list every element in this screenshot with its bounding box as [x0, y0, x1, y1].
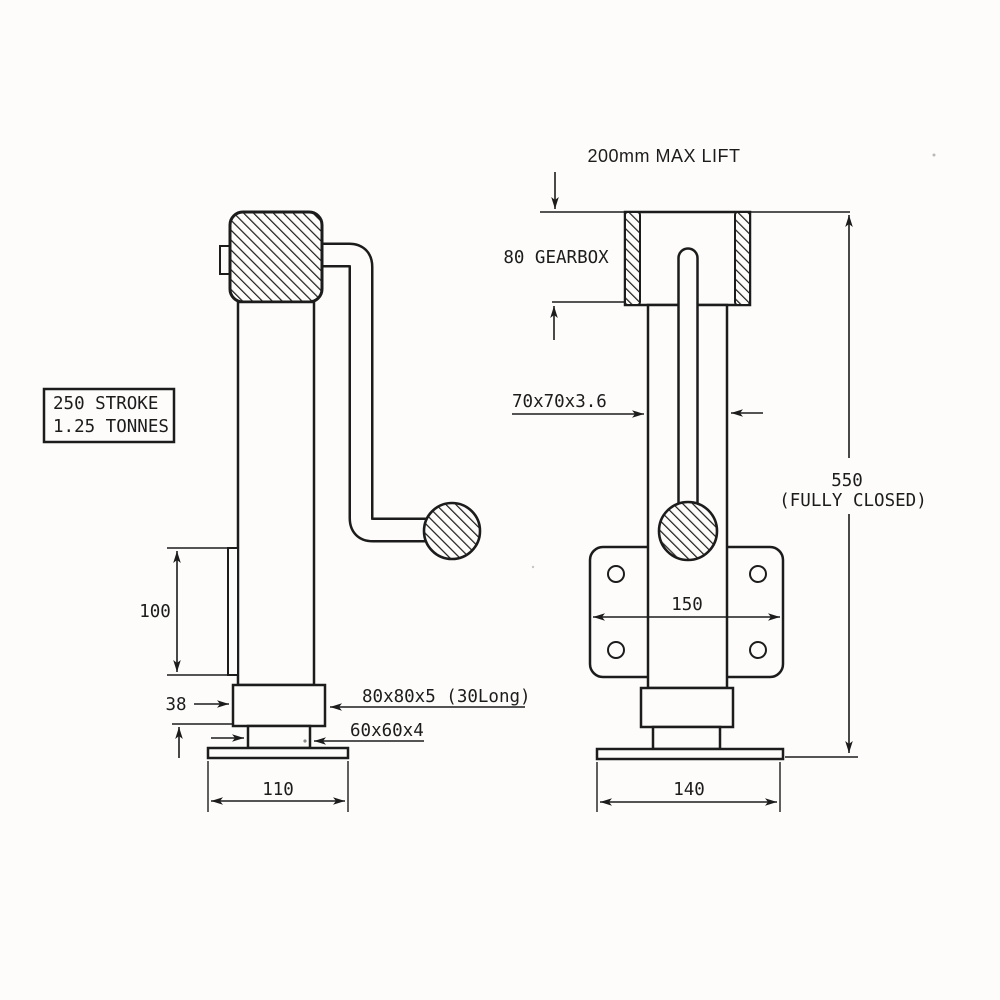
dim-label-collar-section: 80x80x5 (30Long): [362, 687, 531, 707]
dim-gearbox-height: 80 GEARBOX: [503, 248, 624, 340]
dim-label-110: 110: [262, 780, 294, 800]
dim-label-100: 100: [139, 602, 171, 622]
dim-label-140: 140: [673, 780, 705, 800]
dim-bracket-height: 100: [139, 547, 228, 676]
dim-collar-section: 80x80x5 (30Long): [330, 687, 531, 711]
handle-rod-front: [677, 247, 699, 512]
dim-closed-height: 550 (FULLY CLOSED): [779, 215, 927, 758]
outer-tube-side: [236, 300, 316, 687]
crank-knob: [422, 501, 482, 561]
bolt-hole-bottom-left: [607, 641, 625, 659]
dim-foot-width-side: 110: [207, 761, 349, 812]
inner-tube-front: [651, 725, 722, 751]
collar-front: [639, 686, 735, 729]
dim-label-550: 550: [831, 471, 863, 491]
spec-capacity-label: 1.25 TONNES: [53, 417, 169, 437]
dim-collar-height: 38: [165, 695, 233, 758]
front-view: 200mm MAX LIFT 80 GEARBOX 70x70x3.6 150 …: [503, 146, 927, 812]
foot-plate-front: [595, 747, 785, 761]
scan-specks: [303, 153, 936, 743]
crank-knob-front: [657, 500, 719, 562]
spec-box: 250 STROKE 1.25 TONNES: [42, 387, 176, 444]
dim-outer-tube-section: 70x70x3.6: [512, 392, 763, 418]
side-view: 100 38 80x80x5 (30Long) 60x60x4 110: [139, 210, 531, 812]
dim-label-150: 150: [671, 595, 703, 615]
dim-bracket-width: 150: [593, 595, 780, 621]
crank-handle: [318, 242, 450, 543]
gearbox-hatch-right: [734, 211, 751, 306]
dim-foot-width-front: 140: [596, 762, 781, 812]
dim-label-tube-section: 70x70x3.6: [512, 392, 607, 412]
foot-plate-side: [206, 746, 350, 760]
dim-max-lift: 200mm MAX LIFT: [540, 146, 850, 213]
bolt-hole-top-right: [749, 565, 767, 583]
bolt-hole-top-left: [607, 565, 625, 583]
dim-label-fully-closed: (FULLY CLOSED): [779, 491, 927, 511]
gearbox-side: [228, 210, 324, 304]
collar-side: [231, 683, 327, 728]
gearbox-hatch-left: [624, 211, 641, 306]
inner-tube-side: [246, 724, 312, 750]
spec-stroke-label: 250 STROKE: [53, 394, 158, 414]
dim-label-inner-section: 60x60x4: [350, 721, 424, 741]
dim-inner-tube-section: 60x60x4: [211, 721, 424, 745]
dim-label-gearbox: 80 GEARBOX: [503, 248, 609, 268]
mounting-strip-side: [227, 547, 239, 676]
dim-label-38: 38: [165, 695, 186, 715]
bolt-hole-bottom-right: [749, 641, 767, 659]
dim-label-max-lift: 200mm MAX LIFT: [587, 146, 740, 166]
